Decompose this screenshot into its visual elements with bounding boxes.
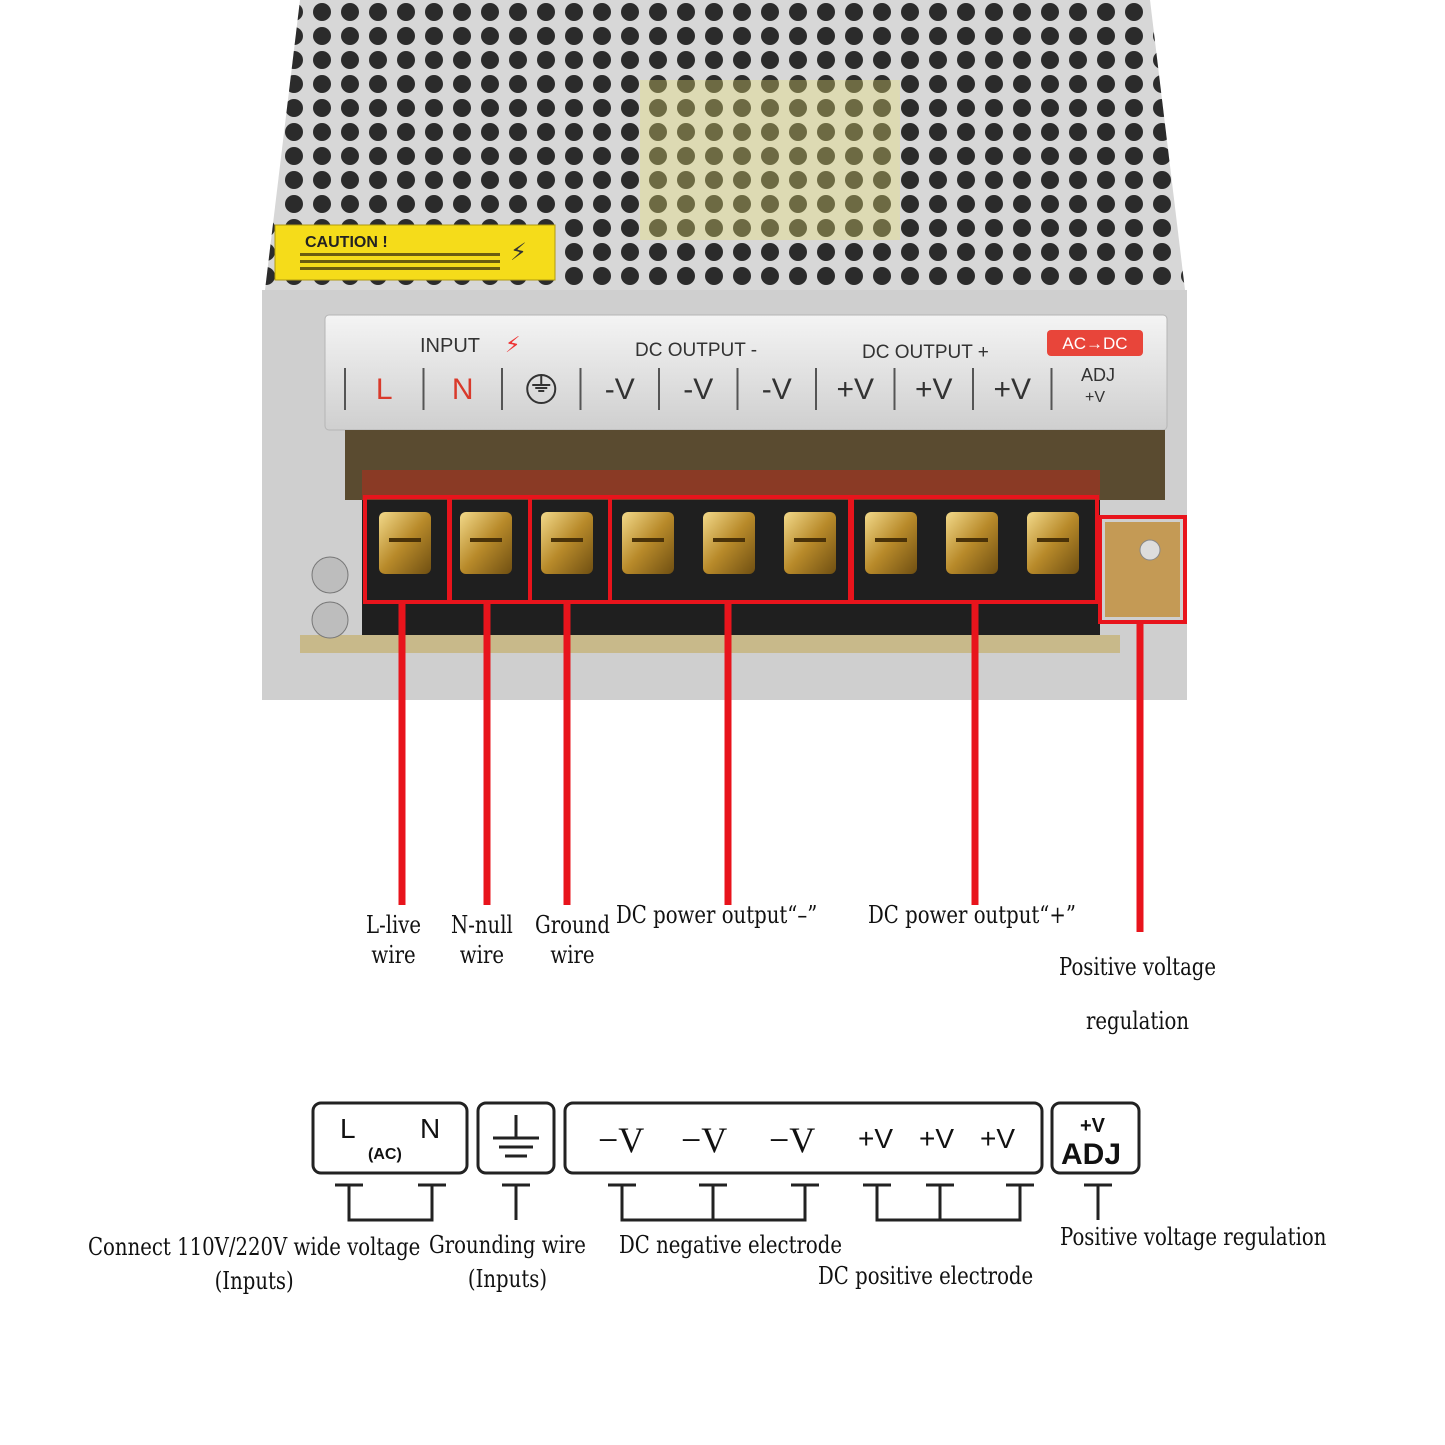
schematic-minus-v: −V [598, 1120, 644, 1160]
adj-potentiometer [1105, 522, 1180, 617]
bracket-adj [1084, 1183, 1112, 1220]
pcb-edge [300, 635, 1120, 653]
terminal-screw-icon [946, 512, 998, 574]
schematic-adj-top: +V [1080, 1115, 1106, 1137]
mount-screw-icon [311, 601, 349, 639]
label-ac-input: Connect 110V/220V wide voltage (Inputs) [88, 1230, 420, 1298]
callout-line: wire [459, 941, 505, 969]
terminal-screw-icon [784, 512, 836, 574]
label-line: (Inputs) [214, 1267, 294, 1295]
terminal-screw-icon [703, 512, 755, 574]
label-grounding: Grounding wire (Inputs) [429, 1228, 586, 1296]
internal-glow [640, 80, 900, 240]
terminal-screws [379, 512, 1079, 574]
schematic-box-adj [1050, 1101, 1141, 1175]
terminal-screw-icon [622, 512, 674, 574]
schematic-adj: ADJ [1061, 1138, 1121, 1171]
terminal-block-top [362, 470, 1100, 505]
terminal-label: -V [762, 373, 792, 406]
input-header: INPUT [420, 335, 480, 357]
callout-line: Ground [535, 911, 610, 939]
callout-dc-minus: DC power output“–” [616, 900, 817, 930]
terminal-schematic [311, 1101, 1141, 1222]
callout-line: Positive voltage [1059, 953, 1217, 981]
schematic-minus-v: −V [769, 1120, 815, 1160]
schematic-l: L [340, 1113, 356, 1144]
adj-screw-icon [1139, 539, 1161, 561]
schematic-box-ground [476, 1101, 556, 1175]
earth-ground-icon [526, 374, 557, 404]
adj-label: ADJ [1081, 365, 1115, 385]
callout-regulation: Positive voltage regulation [1059, 940, 1216, 1048]
schematic-plus-v: +V [858, 1123, 893, 1154]
schematic-plus-v: +V [980, 1123, 1015, 1154]
label-line: DC positive electrode [818, 1262, 1034, 1290]
callout-line: wire [550, 941, 595, 969]
terminal-screw-icon [1027, 512, 1079, 574]
callout-null-wire: N-null wire [451, 910, 513, 970]
lightning-icon: ⚡ [510, 238, 527, 266]
caution-sticker: CAUTION ! ⚡ [274, 224, 556, 281]
dc-output-minus-header: DC OUTPUT - [635, 340, 757, 361]
label-line: Positive voltage regulation [1060, 1223, 1327, 1251]
terminal-label: -V [683, 373, 713, 406]
terminal-label: +V [915, 373, 953, 406]
label-line: DC negative electrode [619, 1231, 842, 1259]
caution-fineprint [300, 253, 500, 256]
terminal-screw-icon [541, 512, 593, 574]
label-line: (Inputs) [467, 1265, 548, 1293]
callout-dc-plus: DC power output“+” [868, 900, 1076, 930]
callout-line: N-null [451, 911, 513, 939]
adj-sub-label: +V [1085, 389, 1105, 406]
terminal-label: N [452, 373, 474, 406]
caution-fineprint [300, 267, 500, 270]
input-lightning-icon: ⚡ [505, 333, 520, 358]
terminal-screw-icon [460, 512, 512, 574]
bracket-ground [502, 1183, 530, 1220]
power-supply-unit: CAUTION ! ⚡ INPUT ⚡ DC OUTPUT - DC OUTPU… [262, 0, 1187, 700]
schematic-ac: (AC) [368, 1146, 402, 1163]
terminal-label: L [376, 373, 393, 406]
label-dc-positive: DC positive electrode [818, 1259, 1033, 1293]
terminal-label: +V [993, 373, 1031, 406]
callout-line: wire [371, 941, 416, 969]
label-regulation: Positive voltage regulation [1060, 1220, 1326, 1254]
schematic-plus-v: +V [919, 1123, 954, 1154]
bracket-dc-positive [863, 1183, 1034, 1222]
caution-text: CAUTION ! [305, 234, 388, 251]
callout-line: L-live [366, 911, 422, 939]
callout-line: DC power output“+” [868, 901, 1076, 929]
terminal-label: +V [836, 373, 874, 406]
ground-symbol-icon [493, 1115, 539, 1158]
label-line: Grounding wire [429, 1231, 586, 1259]
dc-output-plus-header: DC OUTPUT + [862, 342, 989, 363]
terminal-label-row: L N -V -V -V +V +V +V [344, 368, 1053, 410]
caution-fineprint [300, 260, 500, 263]
label-dc-negative: DC negative electrode [619, 1228, 842, 1262]
leader-lines [398, 602, 1144, 932]
label-line: Connect 110V/220V wide voltage [88, 1233, 421, 1261]
terminal-screw-icon [865, 512, 917, 574]
schematic-minus-v: −V [681, 1120, 727, 1160]
bracket-ac-input [335, 1183, 446, 1222]
callout-ground-wire: Ground wire [535, 910, 610, 970]
perforated-cover [265, 0, 1185, 290]
acdc-badge-text: AC→DC [1062, 334, 1127, 353]
schematic-box-ac [311, 1101, 469, 1175]
schematic-text: L (AC) N −V −V −V +V +V +V +V ADJ [340, 1113, 1121, 1171]
callout-line: DC power output“–” [616, 901, 818, 929]
terminal-label: -V [605, 373, 635, 406]
schematic-n: N [420, 1113, 440, 1144]
callout-live-wire: L-live wire [366, 910, 421, 970]
schematic-box-dc [563, 1101, 1044, 1175]
callout-line: regulation [1085, 1007, 1190, 1035]
terminal-screw-icon [379, 512, 431, 574]
bracket-dc-negative [608, 1183, 819, 1222]
mount-screw-icon [311, 556, 349, 594]
acdc-badge [1047, 330, 1143, 356]
